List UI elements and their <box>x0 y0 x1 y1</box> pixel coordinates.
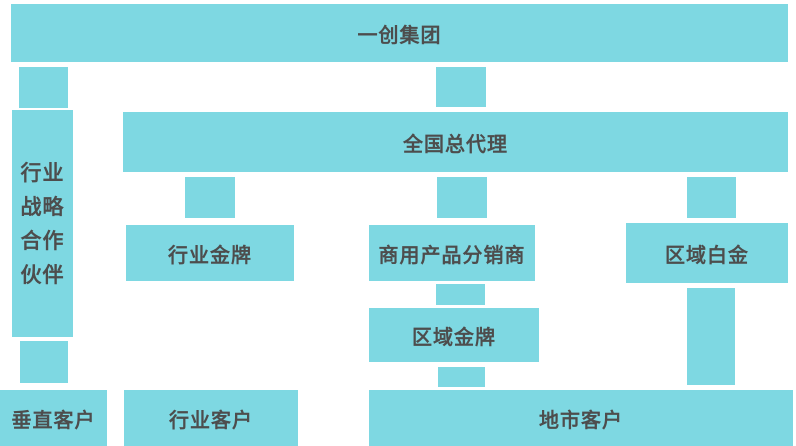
node-industry-gold: 行业金牌 <box>126 225 294 281</box>
connector-group-to-national-agent <box>436 67 486 107</box>
connector-national-to-regional-platinum <box>687 177 736 218</box>
connector-national-to-distributor <box>437 177 487 218</box>
node-regional-platinum-label: 区域白金 <box>665 242 749 267</box>
node-group: 一创集团 <box>11 4 788 62</box>
node-strategic-partner-line3: 合作 <box>20 228 65 253</box>
node-strategic-partner-line2: 战略 <box>20 194 65 219</box>
node-commercial-distributor: 商用产品分销商 <box>369 225 535 281</box>
connector-regional-platinum-to-city-customers <box>687 288 735 385</box>
node-regional-gold: 区域金牌 <box>369 308 539 362</box>
node-strategic-partner-line4: 伙伴 <box>20 262 65 287</box>
node-strategic-partner: 行业 战略 合作 伙伴 <box>12 110 73 337</box>
node-vertical-customers: 垂直客户 <box>0 390 107 446</box>
connector-distributor-to-regional-gold <box>436 284 485 305</box>
node-industry-gold-label: 行业金牌 <box>168 242 252 267</box>
connector-partner-to-vertical-customers <box>20 341 68 383</box>
node-regional-platinum: 区域白金 <box>626 223 788 283</box>
node-national-agent: 全国总代理 <box>123 112 788 172</box>
node-industry-customers: 行业客户 <box>124 390 298 446</box>
connector-regional-gold-to-city-customers <box>438 367 485 387</box>
node-national-agent-label: 全国总代理 <box>403 131 508 156</box>
node-commercial-distributor-label: 商用产品分销商 <box>378 242 526 267</box>
node-group-label: 一创集团 <box>357 22 442 47</box>
node-industry-customers-label: 行业客户 <box>169 407 253 432</box>
node-strategic-partner-line1: 行业 <box>20 160 65 185</box>
node-regional-gold-label: 区域金牌 <box>412 324 496 349</box>
node-city-customers-label: 地市客户 <box>539 407 623 432</box>
connector-national-to-industry-gold <box>185 177 235 218</box>
node-city-customers: 地市客户 <box>369 390 793 446</box>
connector-group-to-partner <box>19 67 68 108</box>
node-vertical-customers-label: 垂直客户 <box>11 407 96 432</box>
